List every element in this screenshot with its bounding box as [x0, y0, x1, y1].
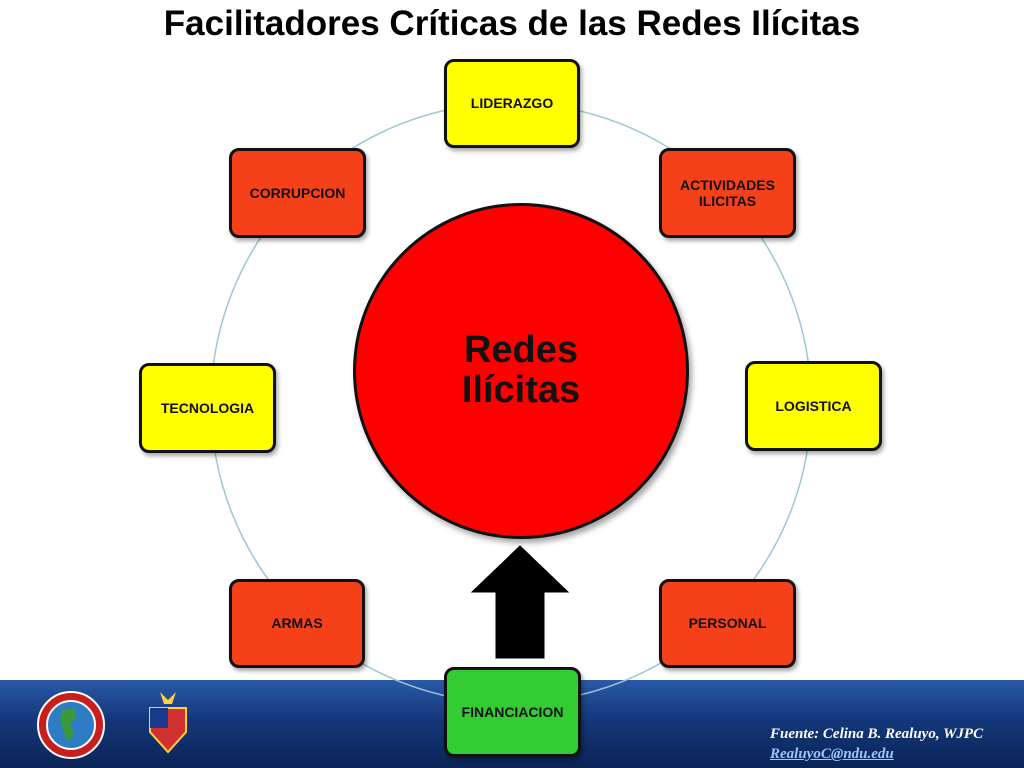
node-financiacion: FINANCIACION [444, 667, 581, 757]
source-citation: Fuente: Celina B. Realuyo, WJPC RealuyoC… [770, 724, 983, 764]
node-logistica-label: LOGISTICA [775, 397, 852, 414]
node-actividades-ilicitas: ACTIVIDADES ILICITAS [659, 148, 796, 238]
node-tecnologia: TECNOLOGIA [139, 363, 276, 453]
node-personal: PERSONAL [659, 579, 796, 668]
node-liderazgo: LIDERAZGO [444, 59, 580, 148]
node-personal-label: PERSONAL [688, 615, 767, 632]
hemispheric-center-seal-icon [37, 691, 105, 759]
center-label: Redes Ilícitas [461, 329, 581, 411]
node-armas-label: ARMAS [271, 615, 323, 632]
node-financiacion-label: FINANCIACION [461, 703, 564, 720]
node-corrupcion: CORRUPCION [229, 148, 366, 238]
node-armas: ARMAS [229, 579, 365, 668]
up-arrow-icon [470, 545, 570, 659]
node-logistica: LOGISTICA [745, 361, 882, 451]
node-corrupcion-label: CORRUPCION [249, 184, 346, 201]
node-tecnologia-label: TECNOLOGIA [160, 399, 255, 416]
center-circle: Redes Ilícitas [353, 203, 689, 539]
source-email-link[interactable]: RealuyoC@ndu.edu [770, 746, 894, 762]
node-actividades-label: ACTIVIDADES ILICITAS [680, 176, 775, 209]
source-line: Fuente: Celina B. Realuyo, WJPC [770, 726, 984, 742]
university-crest-icon [149, 692, 187, 754]
slide-title: Facilitadores Críticas de las Redes Ilíc… [163, 4, 861, 43]
node-liderazgo-label: LIDERAZGO [470, 95, 554, 112]
